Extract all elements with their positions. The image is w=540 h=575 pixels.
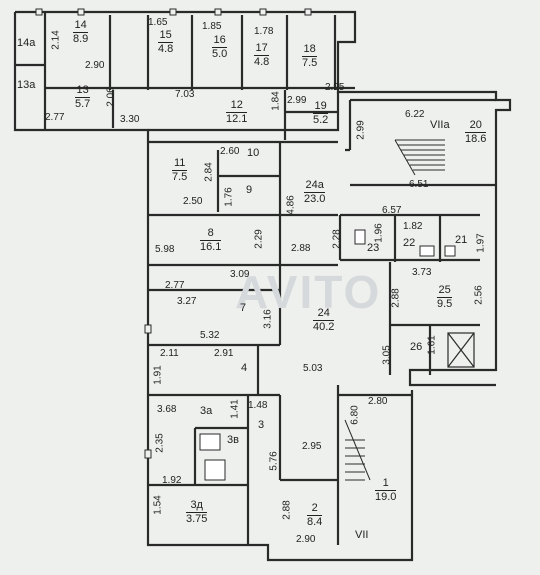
room-3a: 3а: [200, 405, 213, 417]
dim-label: 3.30: [120, 114, 140, 125]
dim-label: 4.86: [285, 195, 297, 215]
room-21: 21: [455, 234, 468, 246]
dim-label: 2.99: [355, 120, 367, 140]
dim-label: 1.92: [162, 475, 182, 486]
dim-label: 2.95: [325, 82, 345, 93]
dim-label: 2.14: [50, 30, 62, 50]
dim-label: 1.76: [223, 187, 235, 207]
dim-label: 7.03: [175, 89, 195, 100]
dim-label: 1.54: [152, 495, 164, 515]
room-13a: 13a: [17, 79, 36, 91]
dim-label: 1.84: [270, 91, 282, 111]
dim-label: 3.05: [381, 345, 393, 365]
dim-label: 2.95: [302, 441, 322, 452]
dim-label: 2.77: [165, 280, 185, 291]
dim-label: 5.76: [268, 451, 280, 471]
dim-label: 2.88: [390, 288, 402, 308]
dim-label: 1.61: [426, 335, 438, 355]
windows: [35, 8, 312, 459]
dim-label: 6.57: [382, 205, 402, 216]
watermark: AVITO: [235, 266, 382, 318]
dim-label: 2.28: [331, 229, 343, 249]
room-VIIa: VIIa: [430, 119, 450, 131]
dim-label: 6.51: [409, 179, 429, 190]
dim-label: 3.27: [177, 296, 197, 307]
dim-label: 1.91: [152, 365, 164, 385]
dim-label: 1.65: [148, 17, 168, 28]
dim-label: 2.84: [203, 162, 215, 182]
room-4: 4: [241, 362, 248, 374]
staircase-20: [394, 139, 445, 176]
room-7: 7: [240, 302, 247, 314]
dim-label: 3.68: [157, 404, 177, 415]
dim-label: 1.82: [403, 221, 423, 232]
dim-label: 1.97: [475, 233, 487, 253]
dim-label: 5.03: [303, 363, 323, 374]
dim-label: 1.48: [248, 400, 268, 411]
dim-label: 3.16: [262, 309, 274, 329]
dim-label: 1.78: [254, 26, 274, 37]
dim-label: 2.77: [45, 112, 65, 123]
dim-label: 2.99: [287, 95, 307, 106]
dim-label: 2.88: [291, 243, 311, 254]
walls: [13, 10, 512, 562]
room-10: 10: [247, 147, 260, 159]
dim-label: 2.90: [85, 60, 105, 71]
dim-label: 2.56: [473, 285, 485, 305]
room-23: 23: [367, 242, 380, 254]
dim-label: 2.35: [154, 433, 166, 453]
dim-label: 1.41: [229, 399, 241, 419]
dim-label: 2.11: [160, 348, 179, 359]
dim-label: 6.22: [405, 109, 425, 120]
room-26: 26: [410, 341, 423, 353]
dim-label: 2.06: [105, 87, 117, 107]
dim-label: 2.60: [220, 146, 240, 157]
room-VII: VII: [355, 529, 369, 541]
shaft: [447, 332, 475, 368]
room-14a: 14a: [17, 37, 36, 49]
dim-label: 2.90: [296, 534, 316, 545]
room-3: 3: [258, 419, 265, 431]
fixtures: [199, 229, 456, 481]
dim-label: 2.50: [183, 196, 203, 207]
dim-label: 6.80: [349, 405, 361, 425]
dim-label: 1.96: [373, 223, 385, 243]
dim-label: 2.91: [214, 348, 234, 359]
dim-label: 2.88: [281, 500, 293, 520]
dim-label: 2.80: [368, 396, 388, 407]
room-9: 9: [246, 184, 253, 196]
dim-label: 3.09: [230, 269, 250, 280]
dim-label: 1.85: [202, 21, 222, 32]
dim-label: 2.29: [253, 229, 265, 249]
room-3b: 3в: [227, 434, 239, 446]
room-22: 22: [403, 237, 416, 249]
staircase-1: [344, 419, 371, 481]
dim-label: 5.98: [155, 244, 175, 255]
dim-label: 3.73: [412, 267, 432, 278]
dim-label: 5.32: [200, 330, 220, 341]
